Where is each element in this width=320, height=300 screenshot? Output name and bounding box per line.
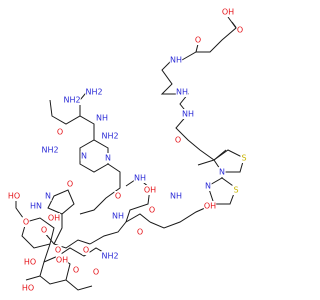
atom-label-backdrop <box>66 179 74 189</box>
atom-label-backdrop <box>55 255 69 265</box>
atom-label-backdrop <box>175 87 189 97</box>
atom-label-o-ketone: O <box>67 180 73 189</box>
atom-label-oh-2: OH <box>56 256 68 265</box>
atom-label-backdrop <box>240 153 248 163</box>
atom-label-backdrop <box>111 211 125 221</box>
atom-label-ho-3: HO <box>22 284 34 293</box>
atom-label-backdrop <box>181 109 195 119</box>
atom-label-backdrop <box>104 153 112 163</box>
atom-label-backdrop <box>101 131 119 141</box>
atom-label-o-amide2: O <box>175 136 181 145</box>
atom-label-backdrop <box>85 87 103 97</box>
atom-label-o-amide1: O <box>195 36 201 45</box>
atom-label-hn-imid: HN <box>30 202 42 211</box>
atom-label-backdrop <box>40 225 48 235</box>
atom-label-backdrop <box>174 135 182 145</box>
atom-label-backdrop <box>133 173 147 183</box>
atom-label-backdrop <box>232 185 240 195</box>
atom-label-nh-f: NH <box>134 174 146 183</box>
atom-label-backdrop <box>169 191 183 201</box>
atom-label-n-thiazole2: N <box>205 182 211 191</box>
atom-label-backdrop <box>143 185 157 195</box>
atom-label-o-g: O <box>149 206 155 215</box>
atom-label-backdrop <box>29 201 43 211</box>
atom-label-backdrop <box>21 283 35 293</box>
atom-label-backdrop <box>82 245 90 255</box>
atom-label-backdrop <box>54 245 62 255</box>
atom-label-backdrop <box>204 181 212 191</box>
atom-label-o-c: O <box>57 128 63 137</box>
atom-label-backdrop <box>44 191 52 201</box>
atom-label-backdrop <box>92 267 100 277</box>
atom-label-backdrop <box>80 151 88 161</box>
atom-label-o-link: O <box>55 246 61 255</box>
atom-label-nh-imid: N <box>45 192 51 201</box>
atom-label-backdrop <box>7 191 21 201</box>
atom-label-oh-mid: OH <box>144 186 156 195</box>
atom-label-backdrop <box>47 213 61 223</box>
atom-label-backdrop <box>114 191 122 201</box>
atom-label-ho-1: HO <box>8 192 20 201</box>
atom-label-nh-amide1: NH <box>170 56 182 65</box>
atom-label-backdrop <box>63 95 81 105</box>
atom-label-n-pyr1: N <box>81 152 87 161</box>
atom-label-o-carb2: O <box>93 268 99 277</box>
atom-label-o-ring1: O <box>23 218 29 227</box>
atom-label-backdrop <box>101 251 119 261</box>
atom-label-nh2-a: NH2 <box>63 96 80 105</box>
atom-label-backdrop <box>148 205 156 215</box>
atom-label-backdrop <box>95 113 109 123</box>
atom-label-backdrop <box>203 201 217 211</box>
atom-label-ho-2: HO <box>24 258 36 267</box>
atom-label-backdrop <box>136 227 144 237</box>
atom-label-backdrop <box>236 25 244 35</box>
atom-label-o-i: O <box>137 228 143 237</box>
atom-label-backdrop <box>23 257 37 267</box>
atom-label-backdrop <box>41 145 59 155</box>
atom-label-backdrop <box>22 217 30 227</box>
atom-label-o-h: O <box>115 192 121 201</box>
bond-skeleton <box>15 16 245 291</box>
atom-label-backdrop <box>218 167 226 177</box>
atom-label-backdrop <box>169 55 183 65</box>
atom-label-oh-sugar1: OH <box>48 214 60 223</box>
atom-label-nh2-e: NH2 <box>101 132 118 141</box>
atom-label-n-thiazole1: N <box>219 168 225 177</box>
atom-label-o-acid: O <box>237 26 243 35</box>
atom-label-nh-amide2: NH <box>182 110 194 119</box>
atom-label-o-glyc: O <box>41 226 47 235</box>
atom-label-nh2-d: NH2 <box>41 146 58 155</box>
atom-label-backdrop <box>72 265 80 275</box>
atom-label-backdrop <box>56 127 64 137</box>
atom-label-nh2-b: NH2 <box>85 88 102 97</box>
atom-label-oh-thr: OH <box>204 202 216 211</box>
atom-label-backdrop <box>194 35 202 45</box>
atom-label-o-carb: O <box>83 246 89 255</box>
atom-label-nh-c: NH <box>96 114 108 123</box>
atom-label-nh2-carb: NH2 <box>101 252 118 261</box>
atom-label-s-thiazole1: S <box>241 154 246 163</box>
atom-label-n-pyr2: N <box>105 154 111 163</box>
atom-label-nh-g: NH <box>170 192 182 201</box>
atom-label-o-ring2: O <box>73 266 79 275</box>
atom-label-oh-top: OH <box>222 8 234 17</box>
atom-label-nh-amine: NH <box>176 88 188 97</box>
atom-label-nh-h: NH <box>112 212 124 221</box>
atom-label-backdrop <box>221 7 235 17</box>
atom-label-s-thiazole2: S <box>233 186 238 195</box>
